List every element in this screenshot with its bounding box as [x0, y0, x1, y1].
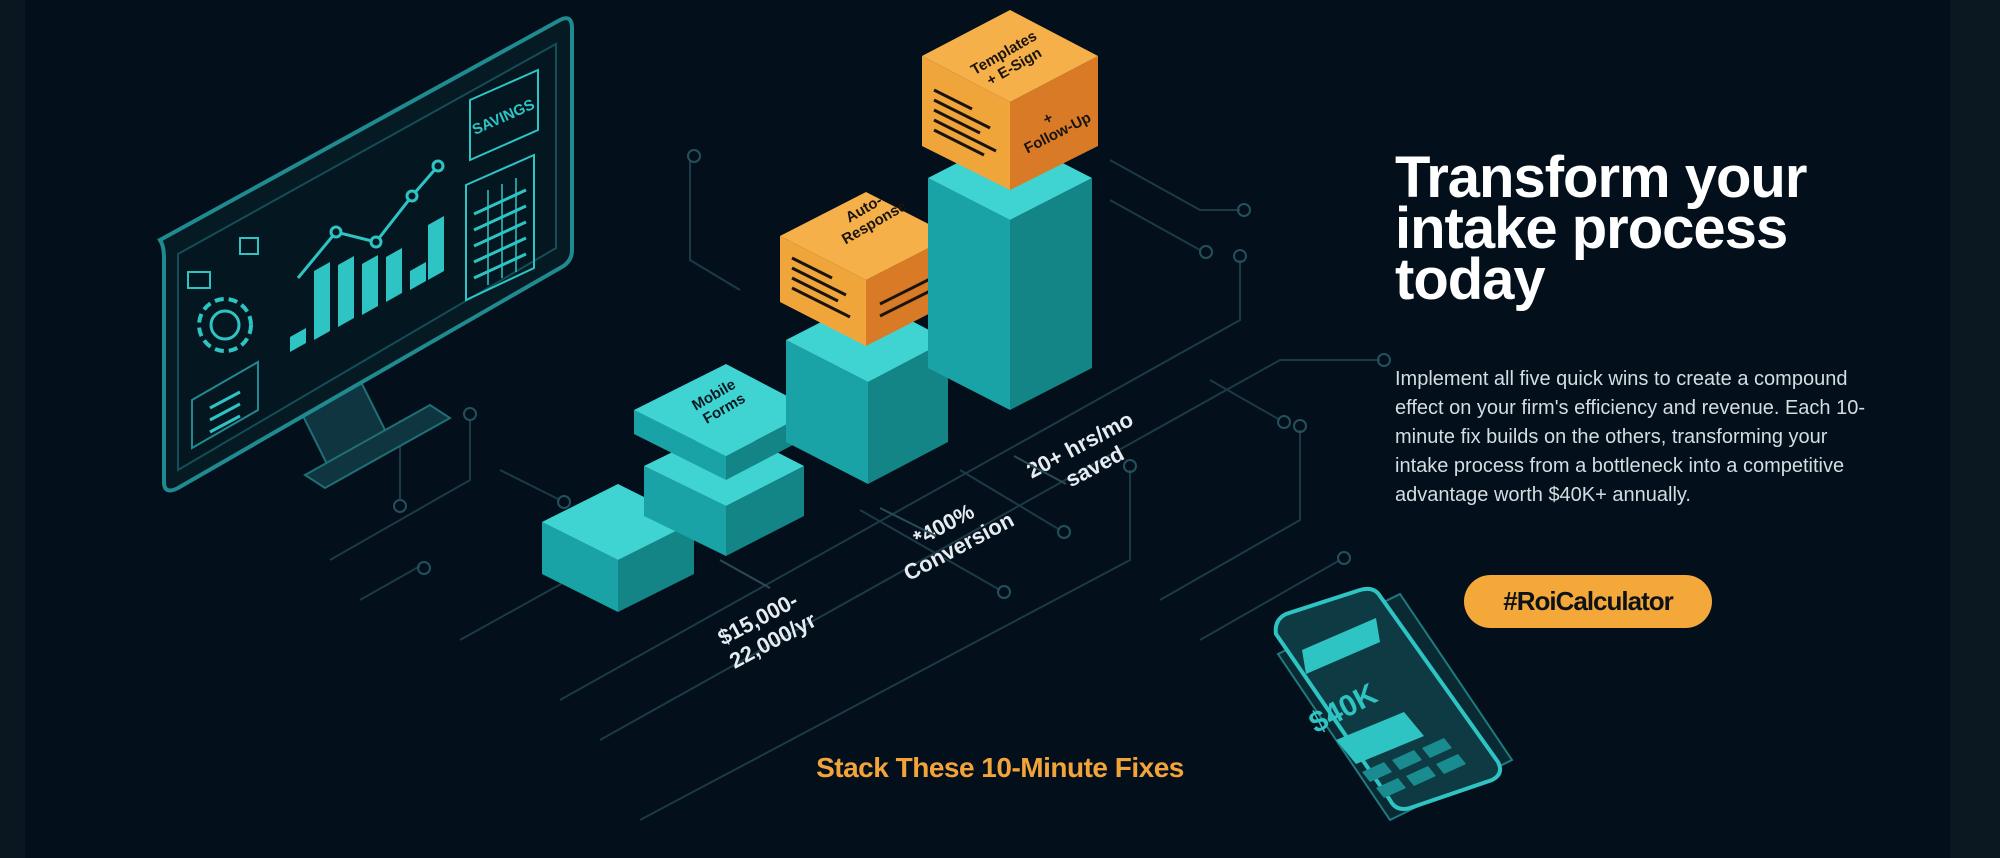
auto-response-cube: Auto- Response [780, 192, 952, 346]
bar-chart-icon [290, 216, 444, 352]
headline: Transform your intake process today [1395, 145, 1807, 312]
calculator-icon: $40K [1273, 586, 1514, 822]
circuit-nodes [393, 149, 1391, 599]
spreadsheet-icon [473, 178, 527, 285]
svg-text:20+ hrs/mo saved: 20+ hrs/mo saved [1022, 403, 1154, 506]
svg-text:$15,000- 22,000/yr: $15,000- 22,000/yr [713, 584, 821, 673]
description: Implement all five quick wins to create … [1395, 368, 1865, 506]
monitor-icon: SAVINGS [157, 16, 574, 493]
mobile-forms-tile: Mobile Forms [634, 364, 814, 480]
svg-text:*400% Conversion: *400% Conversion [887, 484, 1018, 586]
roi-calculator-button[interactable]: #RoiCalculator [1464, 575, 1712, 628]
circuit-traces [329, 159, 1380, 821]
templates-esign-cube: Templates + E-Sign + Follow-Up [922, 10, 1098, 190]
left-border [0, 0, 25, 858]
gear-icon [197, 297, 253, 353]
illustration-caption: Stack These 10-Minute Fixes [816, 752, 1184, 783]
right-border [1950, 0, 2000, 858]
